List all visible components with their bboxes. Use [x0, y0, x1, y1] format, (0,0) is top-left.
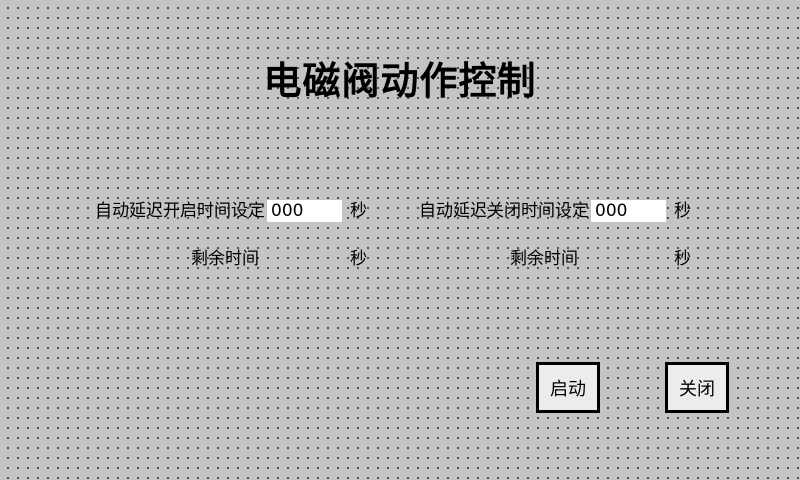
close-remaining-time-value	[594, 248, 669, 270]
open-remaining-time-label: 剩余时间	[191, 249, 259, 269]
open-delay-setting-label: 自动延迟开启时间设定	[95, 201, 265, 221]
close-remaining-time-unit: 秒	[674, 249, 691, 269]
open-remaining-time-unit: 秒	[350, 249, 367, 269]
start-button[interactable]: 启动	[536, 362, 600, 413]
close-delay-setting-label: 自动延迟关闭时间设定	[419, 201, 589, 221]
open-remaining-time-value	[270, 248, 345, 270]
page-title: 电磁阀动作控制	[263, 59, 537, 103]
start-button-label: 启动	[550, 378, 586, 400]
open-delay-setting-unit: 秒	[350, 201, 367, 221]
stop-button-label: 关闭	[679, 378, 715, 400]
close-delay-setting-input[interactable]: 000	[591, 200, 666, 222]
stop-button[interactable]: 关闭	[665, 362, 729, 413]
close-remaining-time-label: 剩余时间	[510, 249, 578, 269]
open-delay-setting-input[interactable]: 000	[267, 200, 342, 222]
close-delay-setting-unit: 秒	[674, 201, 691, 221]
